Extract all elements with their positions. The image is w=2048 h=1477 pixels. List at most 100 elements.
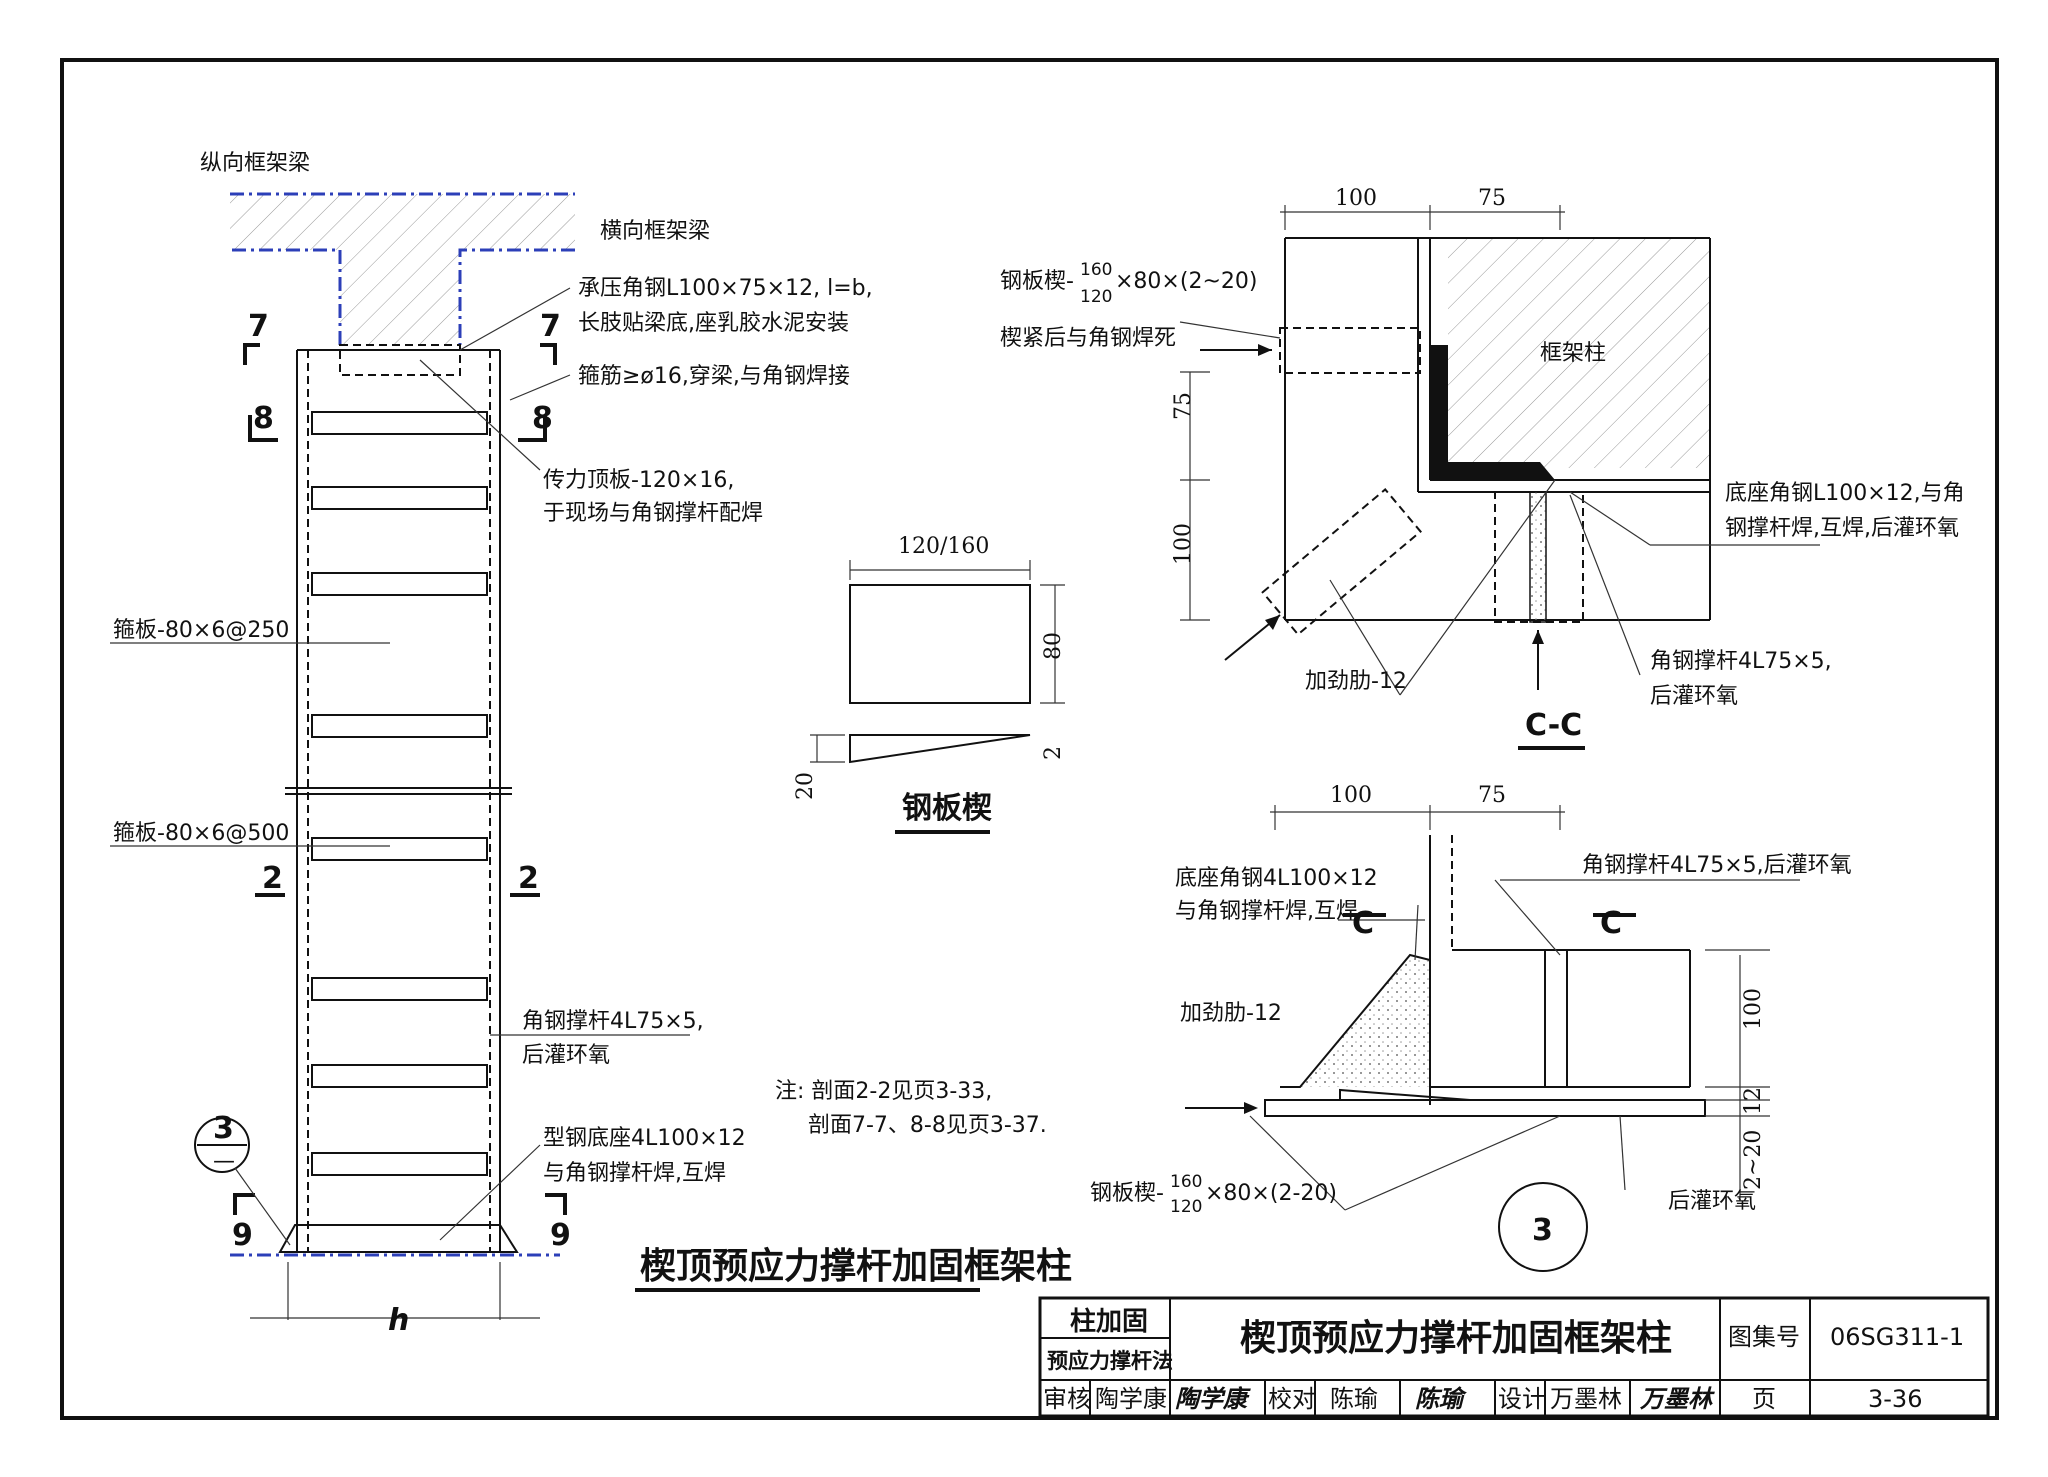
cc-rib-label: 加劲肋-12 [1305, 669, 1407, 694]
d3-strut-label: 角钢撑杆4L75×5,后灌环氧 [1582, 853, 1852, 878]
batten-plate [311, 1152, 488, 1176]
d3-section-c-left: C [1352, 906, 1374, 941]
tb-category-2: 预应力撑杆法 [1047, 1349, 1173, 1373]
tb-check-signature: 陈瑜 [1415, 1385, 1467, 1413]
tb-main-title: 楔顶预应力撑杆加固框架柱 [1240, 1318, 1672, 1359]
label-base-1: 型钢底座4L100×12 [543, 1126, 746, 1151]
d3-title-circle [1498, 1182, 1588, 1272]
title-block [1038, 1296, 1990, 1418]
wedge-side [849, 734, 1031, 764]
tb-check-name: 陈瑜 [1330, 1385, 1378, 1413]
cc-strut-label-1: 角钢撑杆4L75×5, [1650, 649, 1832, 674]
label-stirrup: 箍筋≥ø16,穿梁,与角钢焊接 [578, 364, 850, 389]
d3-epoxy-label: 后灌环氧 [1668, 1189, 1756, 1214]
batten-plate [311, 977, 488, 1001]
d3-strut [1544, 949, 1568, 1088]
d3-wedge [1339, 1088, 1471, 1101]
label-top-plate-1: 传力顶板-120×16, [543, 468, 734, 493]
label-strut-1: 角钢撑杆4L75×5, [522, 1009, 704, 1034]
batten-plate [311, 1064, 488, 1088]
column-elevation [110, 192, 690, 1320]
wedge-dim-height: 80 [1041, 632, 1066, 660]
d3-wedge-label-num: 160 [1170, 1172, 1202, 1192]
tb-check-label: 校对 [1268, 1385, 1316, 1413]
note-line-1: 注: 剖面2-2见页3-33, [775, 1079, 992, 1104]
note-line-2: 剖面7-7、8-8见页3-37. [808, 1113, 1047, 1138]
steel-wedge-detail [810, 560, 1065, 764]
label-pressure-angle-2: 长肢贴梁底,座乳胶水泥安装 [578, 311, 849, 336]
tb-atlas-no: 06SG311-1 [1830, 1323, 1964, 1351]
section-mark-2-right: 2 [518, 861, 539, 896]
tb-page-no: 3-36 [1868, 1385, 1922, 1413]
top-plate [339, 344, 461, 376]
tb-design-name: 万墨林 [1550, 1385, 1622, 1413]
cc-base-label-1: 底座角钢L100×12,与角 [1725, 481, 1965, 506]
dim-h: h [388, 1303, 409, 1338]
section-cc [1179, 205, 1820, 696]
wedge-title: 钢板楔 [902, 791, 992, 826]
d3-base-label-1: 底座角钢4L100×12 [1175, 866, 1378, 891]
d3-dim-100: 100 [1330, 783, 1372, 808]
d3-dim-v12: 12 [1741, 1087, 1766, 1115]
d3-dim-v2-20: 2~20 [1741, 1130, 1766, 1190]
d3-wedge-label-pre: 钢板楔- [1090, 1181, 1164, 1206]
detail-callout-number: 3 [213, 1111, 234, 1146]
label-batten-500: 箍板-80×6@500 [113, 821, 289, 846]
beam-outline [230, 192, 575, 345]
d3-rib-label: 加劲肋-12 [1180, 1001, 1282, 1026]
cc-strut-label-2: 后灌环氧 [1650, 684, 1738, 709]
batten-plate [311, 837, 488, 861]
cc-dim-v75: 75 [1171, 392, 1196, 420]
label-batten-250: 箍板-80×6@250 [113, 618, 289, 643]
section-mark-8-right: 8 [532, 401, 553, 436]
cc-column-label: 框架柱 [1540, 341, 1606, 366]
cc-dim-75: 75 [1478, 186, 1506, 211]
wedge-plan [849, 584, 1031, 704]
batten-plate [311, 411, 488, 435]
cc-wedge-label-2: 楔紧后与角钢焊死 [1000, 326, 1176, 351]
elevation-title: 楔顶预应力撑杆加固框架柱 [640, 1246, 1072, 1287]
cc-dim-100: 100 [1335, 186, 1377, 211]
d3-stiffener [1280, 953, 1431, 1088]
label-longitudinal-beam: 纵向框架梁 [200, 151, 310, 176]
detail-3 [1185, 805, 1800, 1272]
batten-plate [311, 572, 488, 596]
tb-design-signature: 万墨林 [1639, 1385, 1715, 1413]
drawing-border [60, 58, 1999, 1420]
label-top-plate-2: 于现场与角钢撑杆配焊 [543, 501, 763, 526]
cc-wedge-label-post: ×80×(2~20) [1115, 269, 1257, 294]
detail-callout [194, 1117, 250, 1173]
section-mark-9-right: 9 [550, 1218, 571, 1253]
tb-review-signature: 陶学康 [1175, 1385, 1251, 1413]
d3-base-plate [1264, 1099, 1706, 1117]
section-mark-7-right: 7 [540, 309, 561, 344]
cc-wedge-label-pre: 钢板楔- [1000, 269, 1074, 294]
label-pressure-angle-1: 承压角钢L100×75×12, l=b, [578, 276, 873, 301]
d3-wedge-label-post: ×80×(2-20) [1205, 1181, 1337, 1206]
steel-base [278, 1224, 519, 1253]
wedge-dim-width: 120/160 [898, 534, 989, 559]
label-base-2: 与角钢撑杆焊,互焊 [543, 1161, 726, 1186]
wedge-dim-2: 2 [1041, 746, 1066, 760]
tb-design-label: 设计 [1498, 1385, 1546, 1413]
d3-base-label-2: 与角钢撑杆焊,互焊 [1175, 899, 1358, 924]
section-mark-7-left: 7 [248, 309, 269, 344]
d3-title: 3 [1532, 1213, 1553, 1248]
label-strut-2: 后灌环氧 [522, 1043, 610, 1068]
d3-section-c-right: C [1600, 906, 1622, 941]
frame-column [1448, 238, 1710, 468]
label-transverse-beam: 横向框架梁 [600, 219, 710, 244]
cc-wedge [1279, 327, 1421, 374]
tb-review-label: 审核 [1043, 1385, 1091, 1413]
detail-callout-sheet: — [213, 1149, 235, 1174]
d3-dim-75: 75 [1478, 783, 1506, 808]
batten-plate [311, 486, 488, 510]
base-angle-weld [1430, 345, 1555, 480]
tb-category-1: 柱加固 [1070, 1307, 1148, 1337]
cc-dim-v100: 100 [1171, 523, 1196, 565]
cc-wedge-label-num: 160 [1080, 260, 1112, 280]
tb-atlas-label: 图集号 [1728, 1323, 1800, 1351]
tb-review-name: 陶学康 [1095, 1385, 1167, 1413]
cc-stiffener [1261, 488, 1422, 636]
